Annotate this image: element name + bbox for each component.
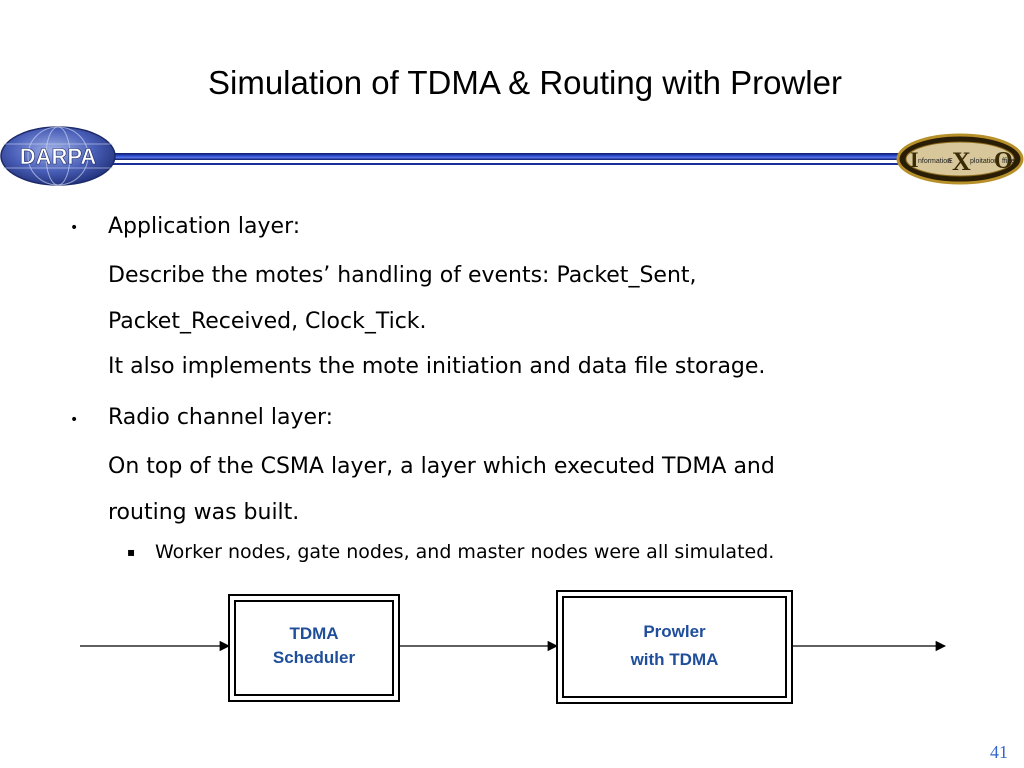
box-label-line: with TDMA xyxy=(630,650,719,669)
bullet-text-line: On top of the CSMA layer, a layer which … xyxy=(108,454,775,479)
svg-text:O: O xyxy=(994,148,1013,174)
bullet-text-line: Packet_Received, Clock_Tick. xyxy=(108,309,427,334)
bullet-marker: • xyxy=(70,412,79,428)
bullet-text-line: Describe the motes’ handling of events: … xyxy=(108,263,697,288)
darpa-logo: DARPA xyxy=(0,126,116,186)
slide-title: Simulation of TDMA & Routing with Prowle… xyxy=(208,64,842,101)
bullet-marker: • xyxy=(70,220,79,236)
box-label-line: Scheduler xyxy=(272,648,356,667)
page-number: 41 xyxy=(990,742,1008,762)
sub-bullet-text: Worker nodes, gate nodes, and master nod… xyxy=(155,541,775,563)
darpa-logo-text: DARPA xyxy=(20,144,97,169)
bullet-heading: Radio channel layer: xyxy=(108,405,334,430)
tdma-scheduler-box: TDMA Scheduler xyxy=(228,594,400,702)
svg-text:E: E xyxy=(948,158,953,165)
box-label-line: Prowler xyxy=(643,622,706,641)
box-label-line: TDMA xyxy=(289,624,339,643)
svg-text:ffice: ffice xyxy=(1002,158,1015,165)
svg-text:ploitation: ploitation xyxy=(970,158,998,165)
bullet-text-line: routing was built. xyxy=(108,500,300,525)
svg-text:I: I xyxy=(910,147,919,172)
bullet-text-line: It also implements the mote initiation a… xyxy=(108,354,766,379)
ixo-logo: I nformation X E ploitation O ffice xyxy=(896,133,1024,185)
prowler-box: Prowler with TDMA xyxy=(556,590,793,704)
header-rule xyxy=(90,153,920,160)
svg-text:nformation: nformation xyxy=(918,158,951,165)
header-rule-thin xyxy=(90,163,920,165)
bullet-heading: Application layer: xyxy=(108,214,301,239)
svg-text:X: X xyxy=(952,147,971,176)
sub-bullet-marker: ▪ xyxy=(127,545,136,559)
